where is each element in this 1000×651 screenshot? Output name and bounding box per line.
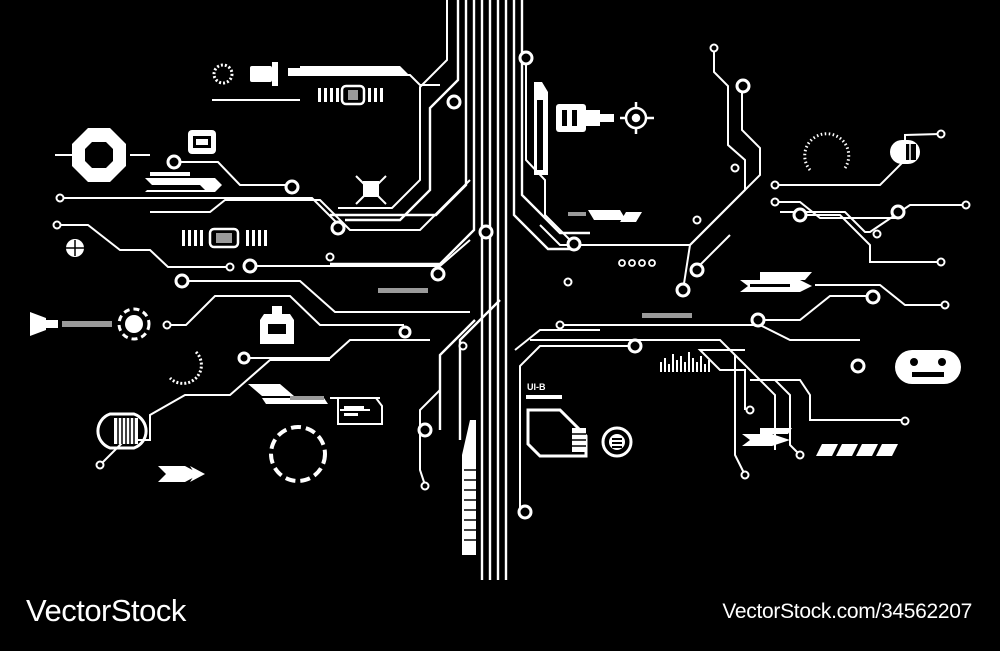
circuit-board-illustration: UI-B: [30, 0, 971, 580]
ring-gauge-icon: [212, 63, 234, 85]
equalizer-icon: [660, 352, 710, 372]
right-traces: [514, 48, 965, 510]
menu-circle-icon: [601, 426, 633, 458]
plug-icon-right: [556, 104, 614, 132]
barcode-module: [318, 84, 383, 106]
watermark-footer: VectorStock VectorStock.com/34562207: [0, 580, 1000, 651]
robot-face-icon: [895, 350, 961, 384]
target-crosshair-icon: [620, 102, 654, 134]
arc-gauge-right-icon: [803, 132, 851, 171]
octagon-hud-icon: [72, 128, 126, 182]
grey-dash-bars: [378, 288, 692, 318]
slanted-bars: [816, 444, 898, 456]
arrow-chevron-right-icon: [740, 272, 812, 292]
globe-icon: [62, 239, 88, 257]
status-bars: [568, 210, 642, 222]
central-bus: [330, 0, 590, 580]
capsule-gauge-icon: [96, 412, 148, 450]
terminal-dots: [52, 43, 971, 491]
arc-gauge-icon: [168, 350, 203, 385]
dashed-ring-icon: [269, 425, 327, 483]
arrow-chevron-icon: [142, 172, 222, 192]
data-panel-left: [248, 384, 383, 425]
barcode-module-left: [182, 227, 267, 249]
capsule-hud-icon: [188, 130, 216, 154]
brand-logo: VectorStock: [26, 593, 186, 628]
indicator-dots: [618, 259, 656, 267]
panel-label: UI-B: [527, 382, 546, 392]
connector-plug-icon: [250, 62, 410, 86]
rocket-arrow-right-icon: [742, 428, 792, 446]
stock-id: VectorStock.com/34562207: [722, 600, 972, 623]
chip-icon: [260, 306, 294, 344]
vertical-bar-right: [534, 82, 548, 175]
ui-b-panel: UI-B: [526, 382, 588, 458]
vertical-striped-bar: [462, 420, 476, 555]
rocket-arrow-icon: [158, 466, 205, 482]
sensor-probe-icon: [30, 307, 151, 341]
ring-pads: [166, 50, 906, 520]
crosshair-icon: [355, 175, 387, 205]
capsule-right-icon: [890, 140, 920, 164]
